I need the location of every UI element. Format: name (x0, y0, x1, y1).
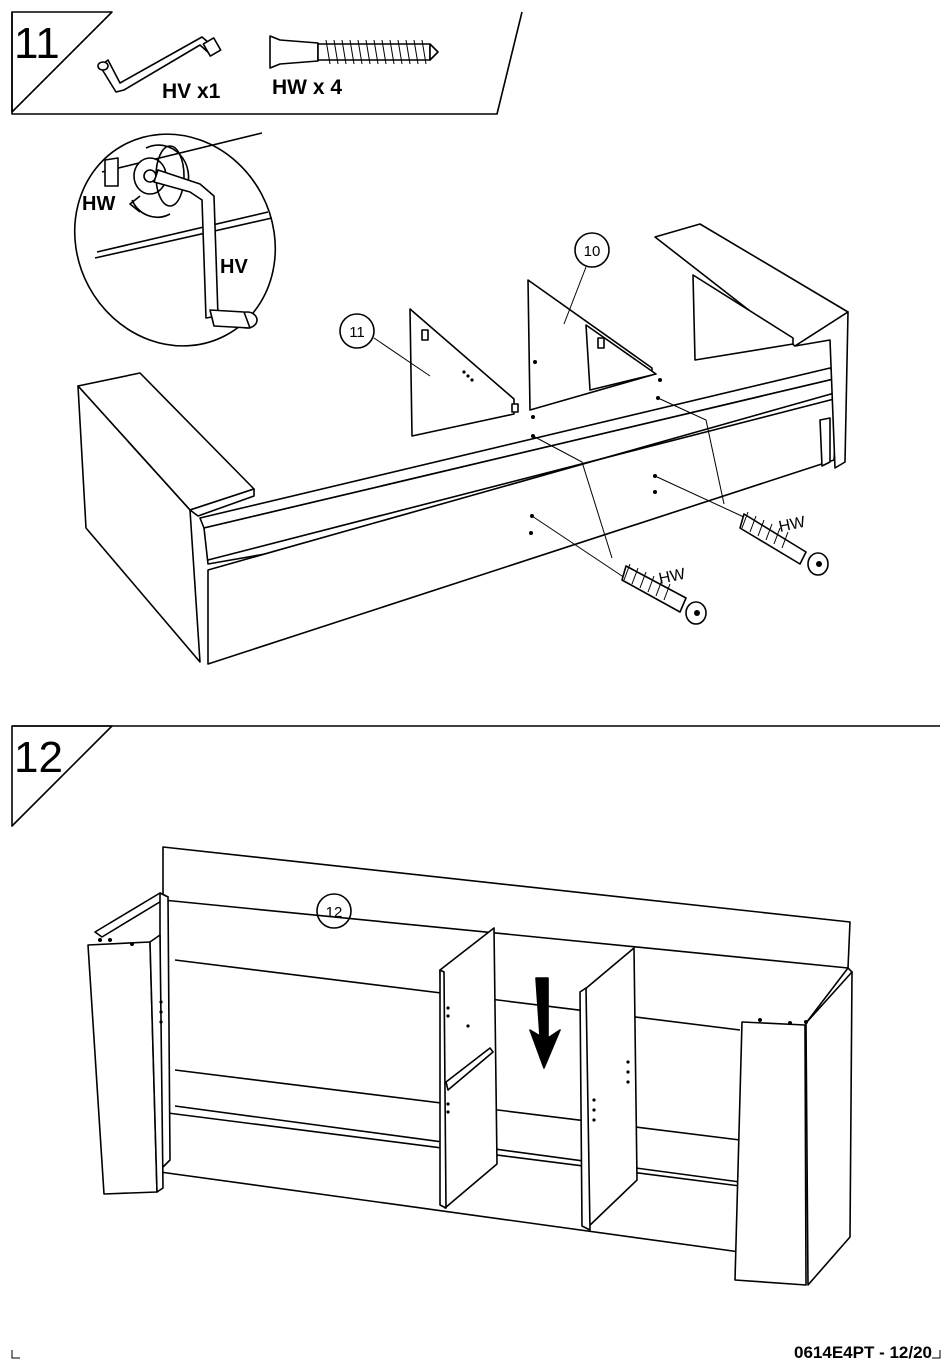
callout-10-text: 10 (584, 243, 601, 260)
screw-label-left: HW (657, 566, 687, 588)
divider-right (584, 948, 637, 1228)
hv-quantity-label: HV x1 (162, 80, 221, 103)
callout-11-text: 11 (349, 324, 365, 341)
left-leg (88, 942, 157, 1194)
document-code: 0614E4PT - 12/20 (794, 1343, 932, 1362)
step-12-number: 12 (14, 733, 63, 782)
hw-quantity-label: HW x 4 (272, 76, 342, 99)
step-12-header: 12 (12, 726, 940, 826)
right-leg (735, 1022, 806, 1285)
detail-screw-label: HW (82, 193, 115, 215)
insert-down-arrow-icon (530, 978, 560, 1068)
cabinet-drawing-step-11: 11 10 HW HW (78, 224, 848, 664)
cabinet-drawing-step-12: 12 (88, 847, 852, 1285)
cam-screw-icon (270, 36, 438, 68)
screw-label-right: HW (777, 514, 807, 536)
right-side-panel (806, 972, 852, 1285)
step-11-header: 11 HV x1 HW x 4 (12, 12, 522, 114)
detail-zoom-circle: HW HV (38, 99, 312, 382)
callout-12-text: 12 (326, 904, 343, 921)
detail-key-label: HV (220, 256, 248, 278)
back-panel-12 (163, 847, 850, 968)
step-11-number: 11 (14, 19, 60, 68)
